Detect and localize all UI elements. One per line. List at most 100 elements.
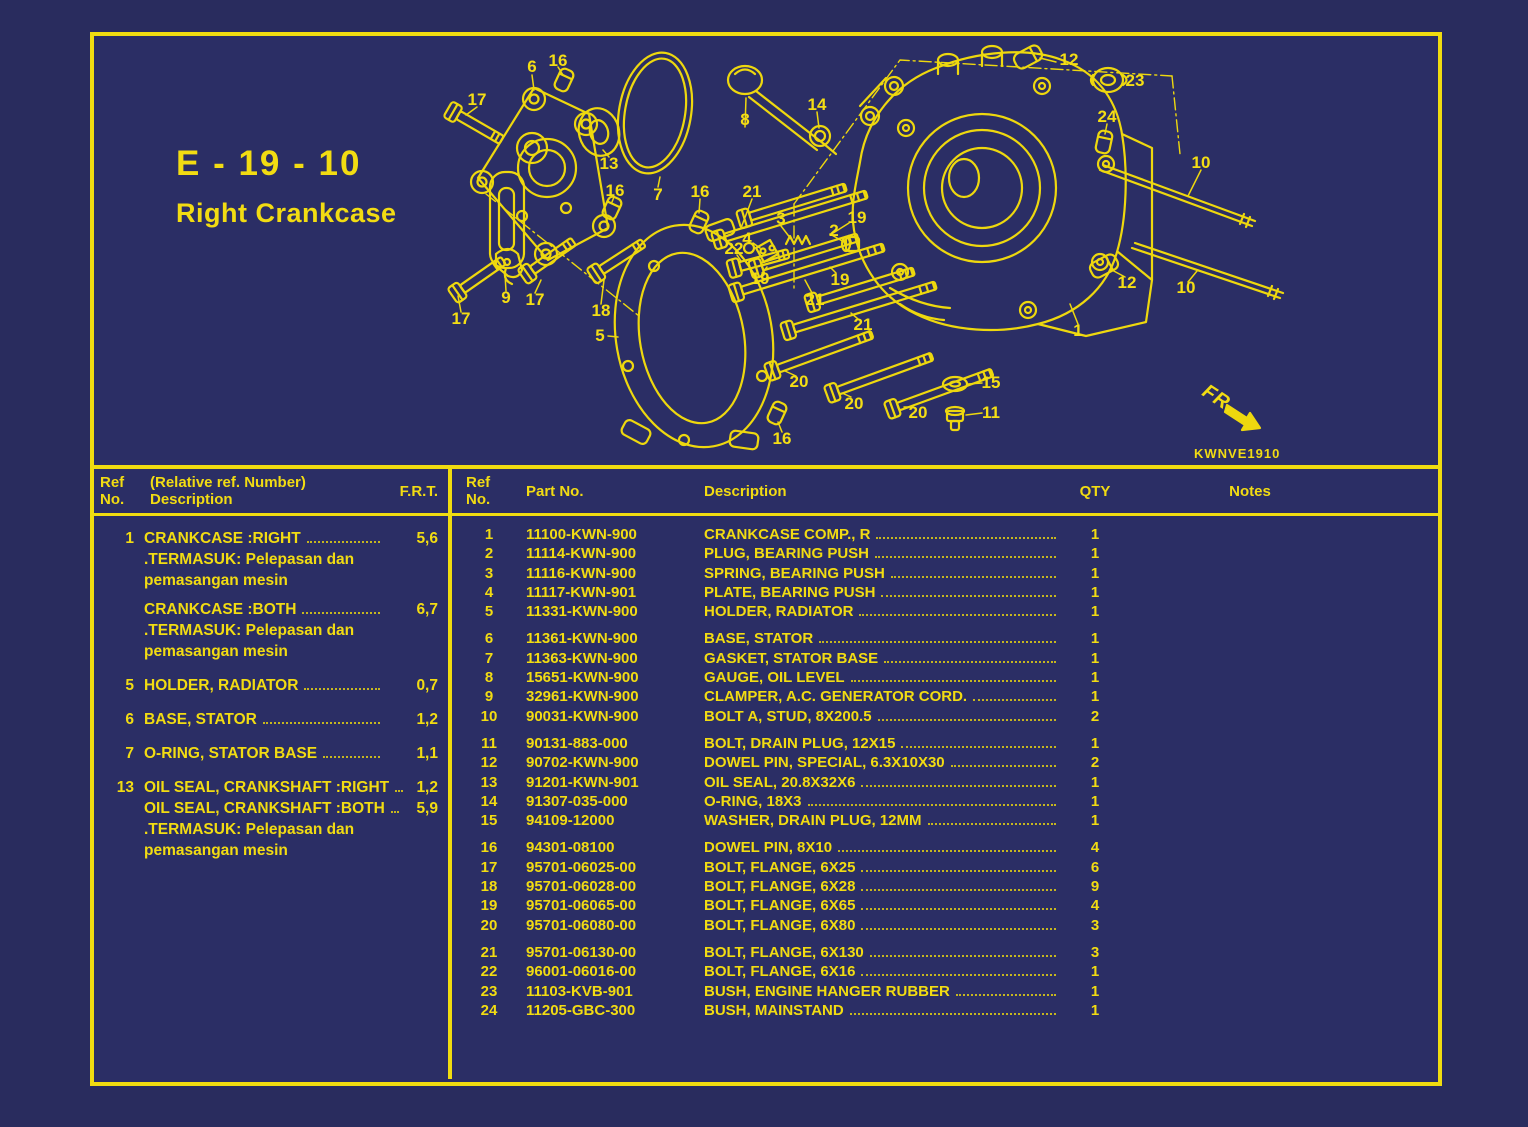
parts-header-desc: Description <box>704 482 787 500</box>
callout-16: 16 <box>690 182 710 201</box>
callout-10: 10 <box>1191 153 1211 172</box>
callout-21: 21 <box>805 290 825 309</box>
callout-8: 8 <box>740 110 750 129</box>
frt-header-ref: Ref No. <box>100 474 125 508</box>
parts-table-header: Ref No. Part No. Description QTY Notes <box>452 469 1438 516</box>
leader-lines <box>457 57 1202 433</box>
frt-table: Ref No. (Relative ref. Number) Descripti… <box>94 469 452 1079</box>
frt-row: pemasangan mesin <box>144 572 288 589</box>
callout-21: 21 <box>853 315 873 334</box>
callout-19: 19 <box>830 270 850 289</box>
exploded-diagram-art <box>442 42 1285 451</box>
frt-table-header: Ref No. (Relative ref. Number) Descripti… <box>94 469 448 516</box>
callout-6: 6 <box>527 57 537 76</box>
callout-12: 12 <box>1059 50 1079 69</box>
callout-3: 3 <box>776 209 786 228</box>
callout-11: 11 <box>982 403 1000 422</box>
callout-15: 15 <box>981 373 1001 392</box>
cover-gasket-part <box>613 218 775 451</box>
parts-header-ref: Ref No. <box>466 474 491 508</box>
callout-19: 19 <box>847 208 867 227</box>
bush-parts <box>1089 66 1128 156</box>
frt-row: pemasangan mesin <box>144 643 288 660</box>
callout-14: 14 <box>807 95 827 114</box>
o-ring-part <box>808 124 832 148</box>
frt-row: .TERMASUK: Pelepasan dan <box>144 821 355 838</box>
stator-base-part <box>469 86 617 286</box>
drain-parts <box>941 375 969 432</box>
page-title: Right Crankcase <box>176 198 397 228</box>
parts-header-part: Part No. <box>526 482 584 500</box>
callout-1: 1 <box>1073 321 1083 340</box>
callout-23: 23 <box>1125 71 1145 90</box>
frt-row: .TERMASUK: Pelepasan dan <box>144 622 355 639</box>
tables-area: Ref No. (Relative ref. Number) Descripti… <box>94 469 1438 1079</box>
parts-header-notes: Notes <box>1229 482 1271 500</box>
frt-row: pemasangan mesin <box>144 842 288 859</box>
callout-2: 2 <box>829 221 839 240</box>
frt-row: .TERMASUK: Pelepasan dan <box>144 551 355 568</box>
callout-17: 17 <box>451 309 471 328</box>
callout-17: 17 <box>467 90 487 109</box>
callout-12: 12 <box>1117 273 1137 292</box>
callout-4: 4 <box>742 229 752 248</box>
frt-header-desc: (Relative ref. Number) Description <box>150 474 306 508</box>
callout-24: 24 <box>1097 107 1117 126</box>
callout-20: 20 <box>844 394 864 413</box>
callout-17: 17 <box>525 290 545 309</box>
callout-16: 16 <box>605 181 625 200</box>
callout-7: 7 <box>653 185 663 204</box>
callout-16: 16 <box>548 51 568 70</box>
callout-5: 5 <box>595 326 605 345</box>
title-block: E - 19 - 10 Right Crankcase <box>176 144 397 229</box>
callout-21: 21 <box>742 182 762 201</box>
crankcase-part <box>851 44 1154 338</box>
frt-header-frt: F.R.T. <box>399 482 438 500</box>
parts-table: Ref No. Part No. Description QTY Notes 1… <box>452 469 1438 1079</box>
oil-gauge-part <box>726 64 838 156</box>
callout-20: 20 <box>908 403 928 422</box>
callout-18: 18 <box>591 301 611 320</box>
callout-9: 9 <box>501 288 511 307</box>
